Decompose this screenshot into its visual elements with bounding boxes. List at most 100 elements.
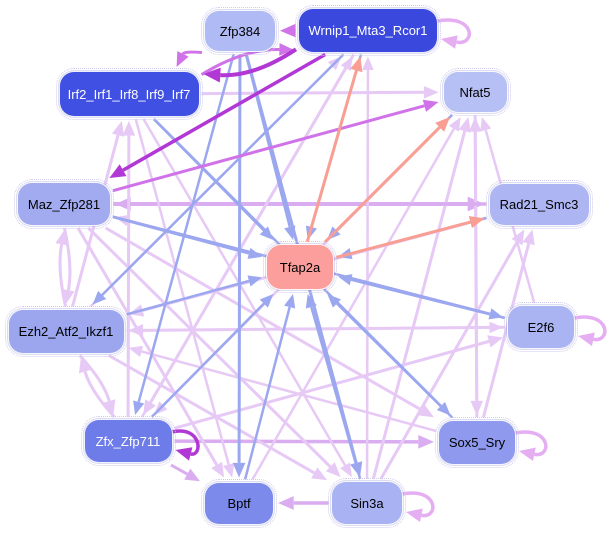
graph-edge: [335, 220, 471, 259]
graph-edge: [418, 404, 434, 418]
graph-edge: [243, 306, 291, 480]
graph-edge: [181, 50, 203, 55]
graph-edge: [175, 447, 193, 461]
graph-edge: [458, 117, 471, 133]
node-nfat5[interactable]: Nfat5: [439, 68, 511, 116]
graph-edge: [325, 462, 341, 477]
node-rad21[interactable]: Rad21_Smc3: [485, 179, 593, 229]
node-irf2[interactable]: Irf2_Irf1_Irf8_Irf9_Irf7: [55, 68, 203, 120]
graph-edge: [223, 462, 235, 478]
graph-edge: [311, 467, 327, 481]
node-tfap2a[interactable]: Tfap2a: [263, 241, 337, 293]
graph-edge: [237, 53, 242, 463]
graph-edge: [350, 56, 363, 73]
graph-edge: [279, 43, 294, 56]
node-ezh2[interactable]: Ezh2_Atf2_Ikzf1: [4, 305, 128, 357]
node-sox5[interactable]: Sox5_Sry: [435, 416, 519, 468]
graph-edge: [140, 67, 347, 418]
graph-edge: [247, 247, 262, 259]
graph-edge: [115, 197, 131, 211]
graph-edge: [201, 90, 424, 96]
node-maz[interactable]: Maz_Zfp281: [14, 179, 114, 229]
graph-edge: [338, 274, 353, 286]
node-label: Sin3a: [350, 495, 384, 511]
graph-edge: [78, 357, 92, 374]
graph-edge: [104, 226, 423, 412]
node-label: Tfap2a: [279, 259, 321, 275]
graph-edge: [174, 439, 419, 444]
graph-edge: [284, 225, 296, 240]
graph-edge: [150, 302, 265, 418]
graph-edge: [109, 164, 127, 178]
graph-edge: [122, 52, 327, 172]
graph-edge: [340, 56, 353, 72]
node-label: Zfp384: [219, 23, 261, 39]
graph-edge: [126, 279, 250, 316]
graph-edge: [259, 226, 274, 240]
graph-edge: [423, 85, 439, 99]
node-wrnip1[interactable]: Wrnip1_Mta3_Rcor1: [295, 4, 441, 56]
graph-edge: [76, 227, 218, 466]
graph-edge: [340, 462, 352, 477]
graph-edge: [101, 53, 345, 296]
graph-edge: [487, 335, 503, 348]
node-zfx[interactable]: Zfx_Zfp711: [80, 416, 176, 466]
graph-edge: [371, 130, 467, 480]
node-label: Bptf: [227, 495, 251, 511]
graph-edge: [244, 53, 292, 228]
graph-edge: [55, 230, 68, 246]
graph-edge: [514, 430, 548, 457]
graph-edge: [436, 18, 471, 45]
graph-edge: [422, 99, 439, 112]
graph-edge: [278, 496, 294, 510]
graph-edge: [280, 23, 296, 38]
graph-edge: [480, 117, 492, 132]
node-label: E2f6: [527, 319, 555, 335]
graph-edge: [418, 434, 434, 449]
graph-edge: [137, 53, 235, 403]
graph-edge: [171, 429, 200, 456]
graph-edge: [379, 241, 519, 480]
graph-edge: [522, 229, 535, 246]
graph-edge: [92, 290, 107, 305]
graph-edge: [350, 278, 506, 320]
graph-edge: [133, 400, 145, 415]
graph-edge: [406, 508, 423, 522]
graph-edge: [305, 294, 317, 309]
graph-edge: [468, 215, 485, 229]
graph-edge: [519, 447, 536, 461]
graph-edge: [362, 56, 374, 71]
node-label: Ezh2_Atf2_Ikzf1: [18, 323, 114, 339]
node-label: Nfat5: [459, 84, 491, 100]
graph-edge: [62, 227, 72, 291]
node-bptf[interactable]: Bptf: [201, 478, 277, 528]
graph-edge: [435, 117, 450, 132]
node-label: Irf2_Irf1_Irf8_Irf9_Irf7: [67, 86, 191, 102]
graph-edge: [174, 339, 490, 430]
graph-edge: [200, 47, 280, 76]
graph-edge: [305, 70, 358, 243]
graph-edge: [126, 135, 131, 418]
graph-edge: [134, 118, 230, 465]
graph-edge: [578, 332, 595, 346]
graph-edge: [232, 462, 246, 478]
graph-edge: [481, 243, 531, 418]
graph-edge: [122, 121, 136, 136]
graph-edge: [284, 294, 296, 309]
node-sin3a[interactable]: Sin3a: [328, 478, 406, 528]
graph-edge: [184, 468, 200, 482]
node-label: Sox5_Sry: [448, 434, 506, 450]
graph-edge: [511, 229, 525, 246]
graph-edge: [112, 215, 250, 255]
graph-edge: [170, 463, 188, 476]
graph-edge: [470, 400, 484, 416]
node-e2f6[interactable]: E2f6: [504, 302, 578, 352]
graph-edge: [448, 117, 461, 132]
node-label: Maz_Zfp281: [27, 196, 101, 212]
graph-edge: [141, 350, 437, 433]
node-label: Wrnip1_Mta3_Rcor1: [308, 22, 428, 38]
graph-edge: [152, 118, 265, 232]
node-zfp384[interactable]: Zfp384: [201, 7, 279, 55]
graph-edge: [336, 302, 454, 419]
